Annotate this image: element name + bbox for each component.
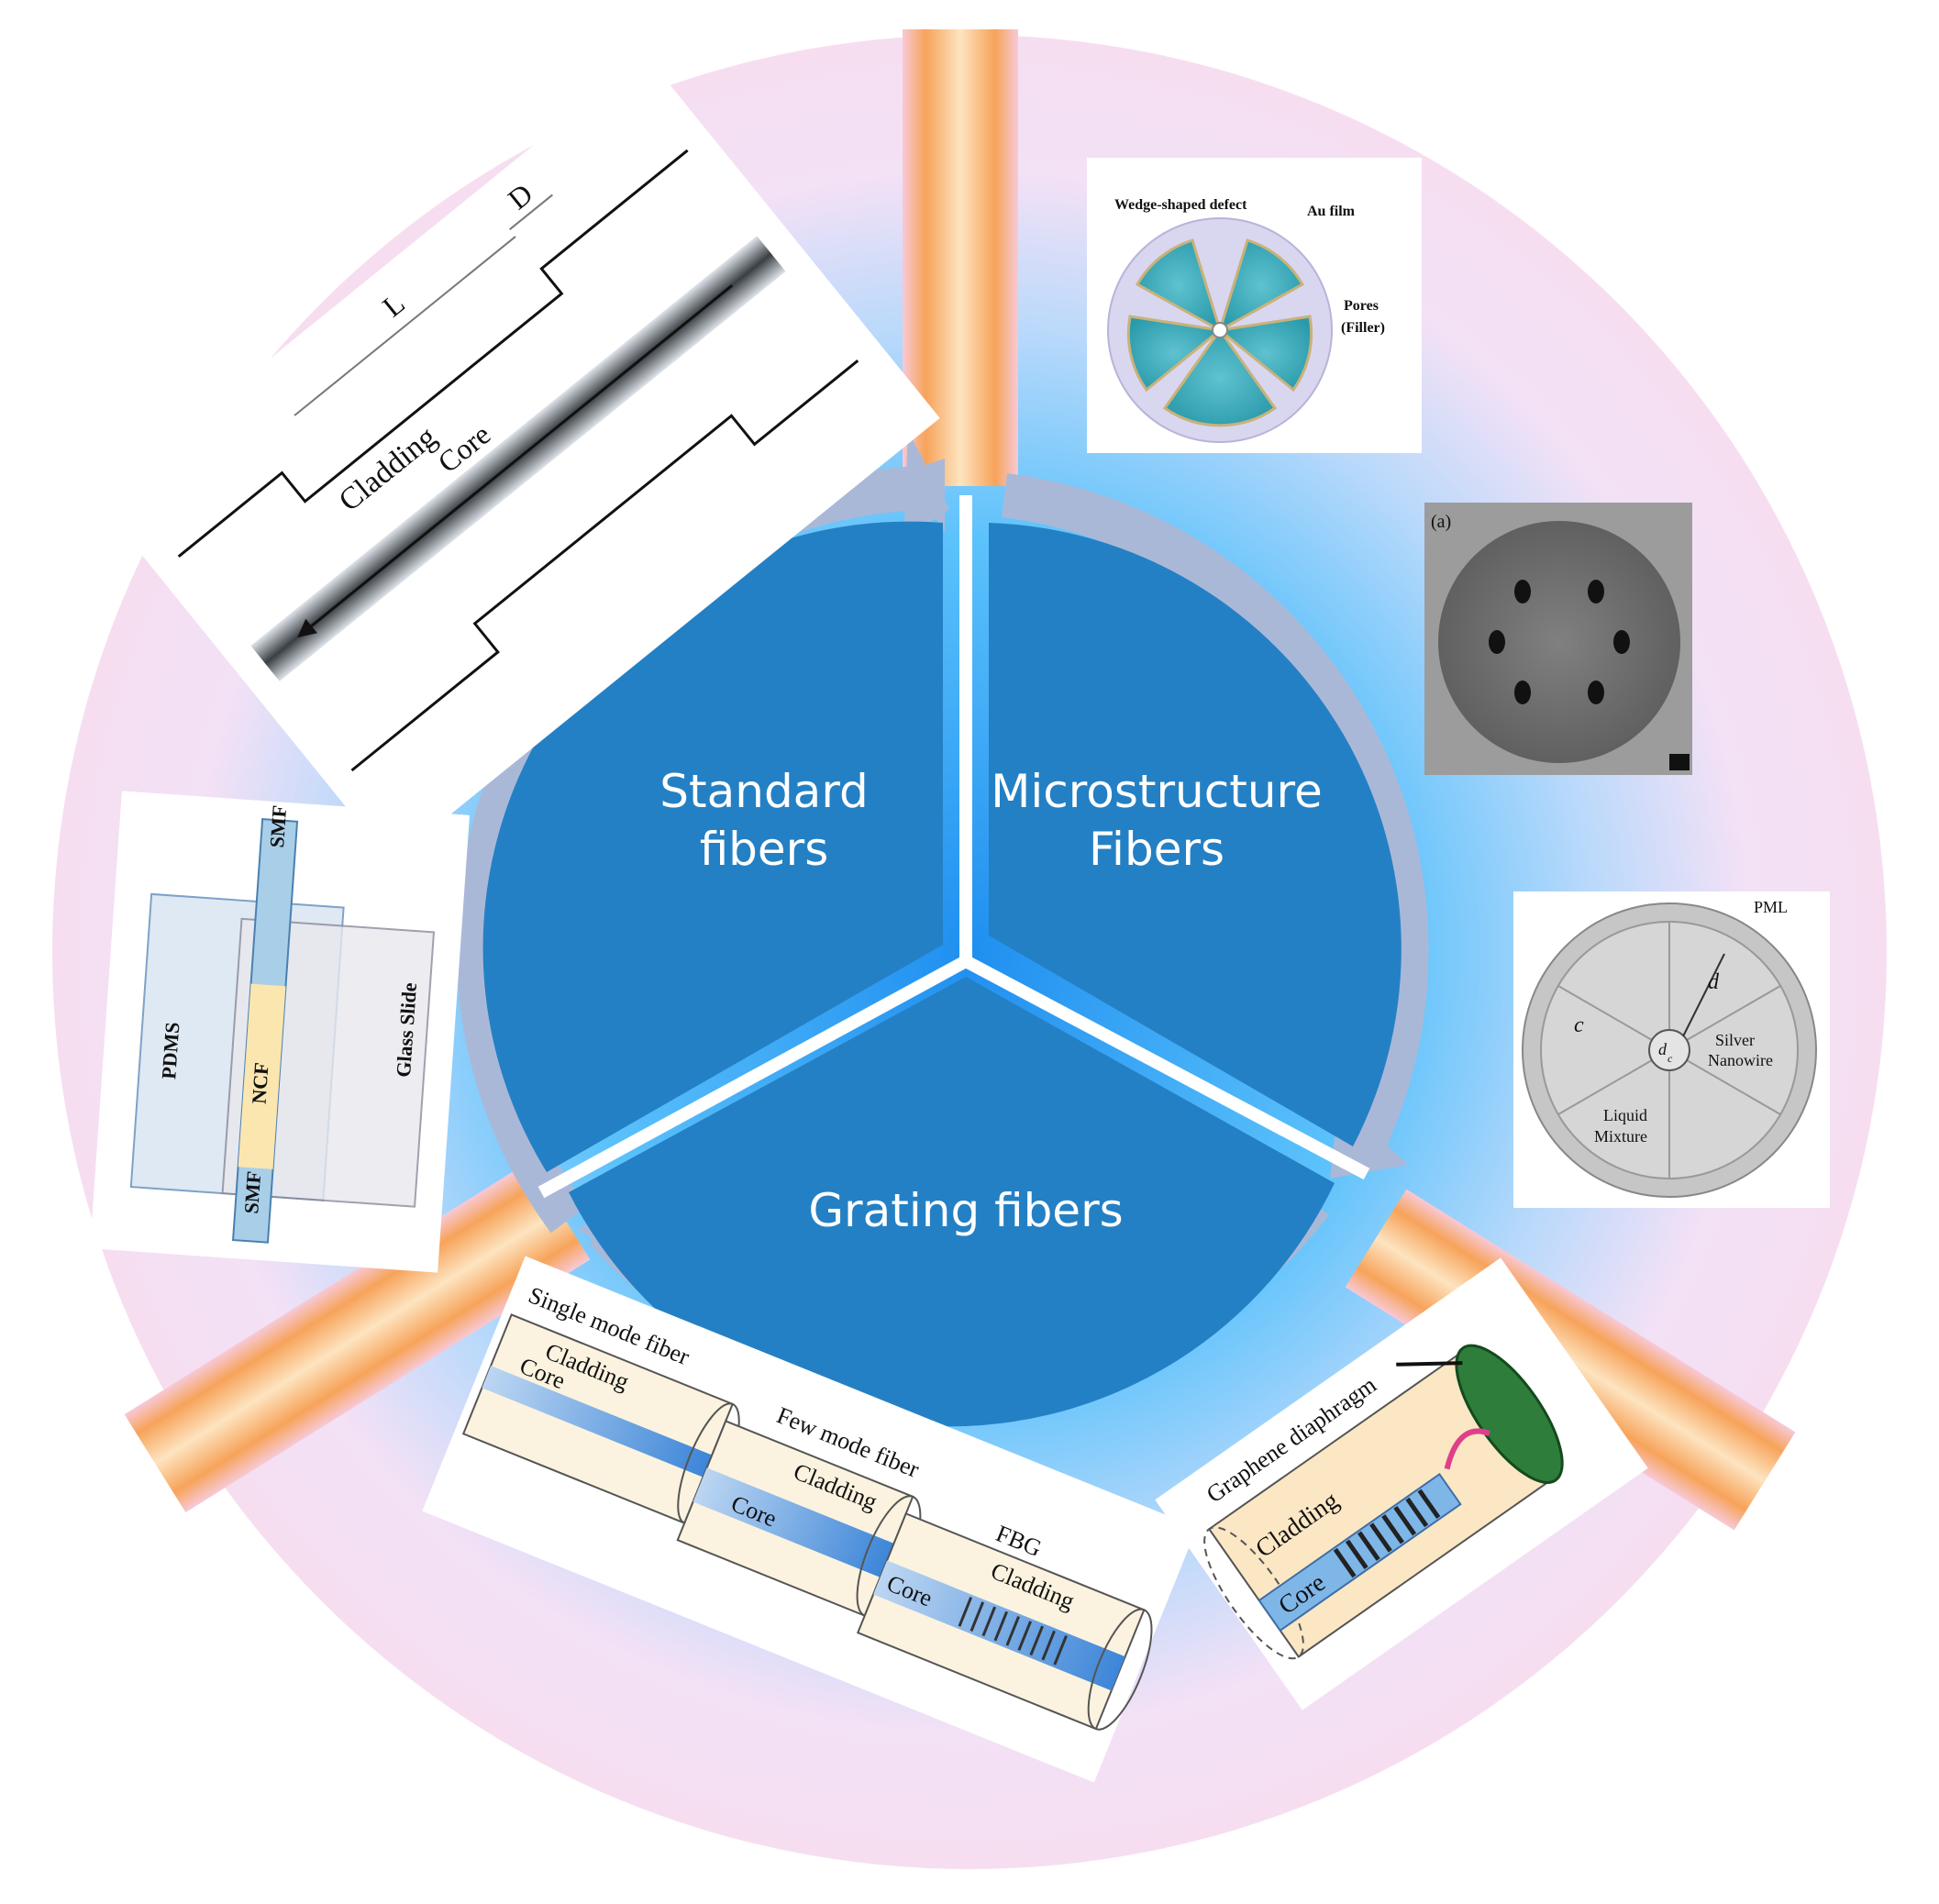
silver-label-liquid: Liquid bbox=[1603, 1106, 1647, 1124]
sector-microstructure bbox=[989, 523, 1402, 1146]
panel-tapered-fiber: L D Cladding Core bbox=[96, 54, 940, 863]
silver-label-d: d bbox=[1708, 970, 1720, 994]
sem-label-a: (a) bbox=[1431, 512, 1451, 532]
sector-dividers bbox=[537, 495, 1370, 1199]
pdms-label-ncf: NCF bbox=[247, 1062, 272, 1105]
sector-label-standard: Standard bbox=[659, 765, 868, 818]
silver-label-dc-sub: c bbox=[1668, 1052, 1673, 1065]
silver-label-pml: PML bbox=[1754, 898, 1788, 916]
wedge-label-pores: Pores bbox=[1344, 298, 1379, 314]
ring-arrow-top-head bbox=[903, 431, 949, 541]
pdms-label-smf-top: SMF bbox=[265, 804, 291, 848]
sector-label-microstructure-2: Fibers bbox=[1089, 823, 1224, 876]
panel-pdms-ncf: SMF SMF PDMS NCF Glass Slide bbox=[90, 791, 470, 1273]
wedge-label-defect: Wedge-shaped defect bbox=[1114, 197, 1247, 213]
wedge-label-filler: (Filler) bbox=[1341, 320, 1385, 336]
panel-wedge: Wedge-shaped defect Au film Pores (Fille… bbox=[1087, 158, 1422, 453]
sector-grating bbox=[569, 977, 1335, 1427]
pdms-label-smf-bottom: SMF bbox=[239, 1170, 265, 1214]
panel-sem-image: (a) bbox=[1424, 503, 1692, 775]
panel-silver-nanowire: PML d c d c Silver Nanowire Liquid Mixtu… bbox=[1513, 891, 1830, 1208]
light-beam-lower-left bbox=[124, 1161, 591, 1512]
sector-label-microstructure: Microstructure bbox=[991, 765, 1322, 818]
pdms-label-pdms: PDMS bbox=[157, 1022, 183, 1080]
sector-label-grating: Grating fibers bbox=[808, 1184, 1123, 1237]
silver-label-nanowire: Nanowire bbox=[1708, 1051, 1773, 1069]
silver-label-dc: d bbox=[1658, 1040, 1668, 1058]
silver-label-mixture: Mixture bbox=[1594, 1127, 1647, 1146]
silver-label-c: c bbox=[1574, 1013, 1584, 1037]
panel-fbg-chain: Single mode fiber Cladding Core Few mode… bbox=[422, 1256, 1198, 1783]
sector-label-standard-2: fibers bbox=[700, 823, 829, 876]
wedge-label-film: Au film bbox=[1307, 204, 1356, 219]
silver-label-silver: Silver bbox=[1715, 1031, 1755, 1049]
